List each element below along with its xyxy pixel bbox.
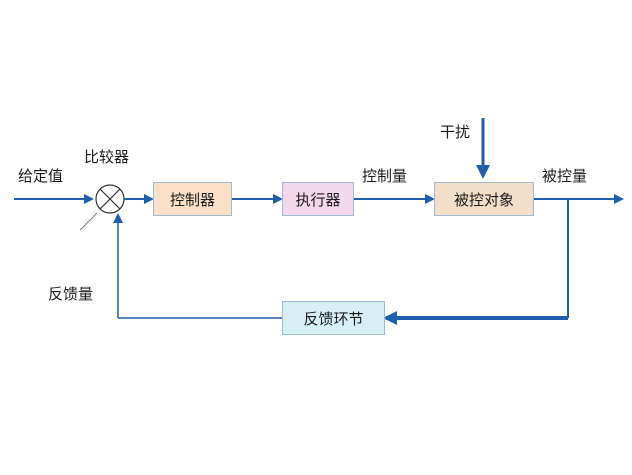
feedback-element-block: 反馈环节 [282, 301, 385, 335]
comparator-pointer [79, 212, 98, 231]
controlled-variable-label: 被控量 [542, 167, 588, 185]
manipulated-variable-label: 控制量 [362, 167, 408, 185]
controller-block: 控制器 [153, 182, 232, 216]
plant-block: 被控对象 [434, 182, 534, 216]
comparator-label: 比较器 [84, 148, 130, 166]
feedback-variable-label: 反馈量 [48, 285, 94, 303]
disturbance-label: 干扰 [440, 123, 471, 141]
setpoint-label: 给定值 [18, 167, 64, 185]
actuator-block: 执行器 [282, 182, 354, 216]
comparator-symbol [95, 184, 125, 214]
